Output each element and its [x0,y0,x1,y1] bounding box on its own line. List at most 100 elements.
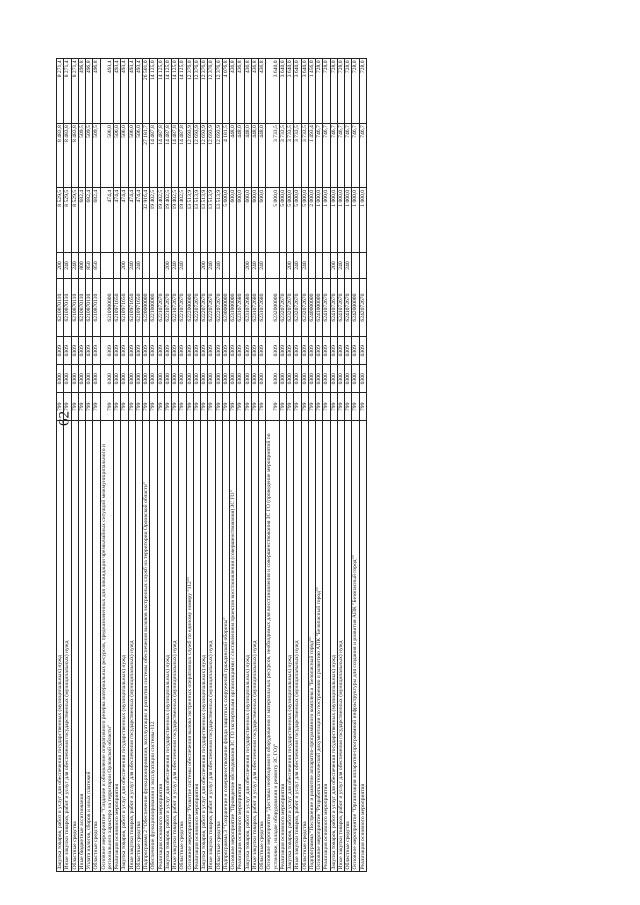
amount-1-cell: 5 000,0 [293,187,301,253]
expense-type-cell: 200 [164,252,172,279]
amount-1-cell: 474,4 [135,187,143,253]
amount-1-cell: 600,0 [258,187,266,253]
target-article-cell: 6241072670 [344,278,352,337]
section-code-cell: 0300 [229,364,237,393]
target-article-cell: 6222072670 [200,278,208,337]
amount-2-cell: 746,7 [351,123,359,188]
admin-code-cell: 799 [330,392,338,421]
target-article-cell: 6210870110 [92,278,100,337]
section-code-cell: 0300 [279,364,287,393]
amount-1-cell: 682,4 [85,187,93,253]
amount-2-cell: 506,0 [135,123,143,188]
expense-type-cell [193,252,201,279]
row-name-cell: Подпрограмма 3 "Сохранение и совершенств… [222,420,230,872]
target-article-cell: 6232072670 [279,278,287,337]
table-row: Основное мероприятие "Создание и обновле… [100,58,114,872]
subsection-code-cell: 0309 [200,336,208,365]
amount-1-cell: 474,4 [120,187,128,253]
amount-1-cell: 1 000,0 [344,187,352,253]
amount-1-cell: 5 000,0 [279,187,287,253]
target-article-cell: 6221072670 [164,278,172,337]
expense-type-cell [157,252,165,279]
table-row: Иные закупки товаров, работ и услуг для … [128,58,136,872]
admin-code-cell: 799 [100,392,114,421]
table-row: Закупка товаров, работ и услуг для обесп… [164,58,172,872]
table-row: Закупка товаров, работ и услуг для обесп… [120,58,128,872]
table-row: Иные закупки товаров, работ и услуг для … [251,58,259,872]
table-row: Закупка товаров, работ и услуг для обесп… [200,58,208,872]
expense-type-cell [279,252,287,279]
amount-2-cell: 14 487,8 [178,123,186,188]
subsection-code-cell: 0309 [56,336,64,365]
amount-2-cell: 448,0 [244,123,252,188]
subsection-code-cell: 0309 [265,336,280,365]
row-name-cell: Реализация основного мероприятия [113,420,121,872]
row-name-cell: Реализация основного мероприятия [157,420,165,872]
amount-3-cell: 4 076,8 [222,58,230,124]
admin-code-cell: 799 [344,392,352,421]
admin-code-cell: 799 [251,392,259,421]
admin-code-cell: 799 [200,392,208,421]
target-article-cell: 6210900000 [100,278,114,337]
subsection-code-cell: 0309 [244,336,252,365]
subsection-code-cell: 0309 [120,336,128,365]
section-code-cell: 0300 [186,364,194,393]
row-name-cell: Областные средства [344,420,352,872]
amount-3-cell: 496,8 [78,58,86,124]
amount-1-cell: 13 513,9 [207,187,215,253]
table-row: Основное мероприятие "Доставка необходим… [265,58,280,872]
section-code-cell: 0300 [258,364,266,393]
amount-1-cell: 1 000,0 [315,187,323,253]
row-name-cell: Подпрограмма "Построение и развитие аппа… [308,420,316,872]
row-name-cell: Иные закупки товаров, работ и услуг для … [171,420,179,872]
amount-1-cell: 600,0 [244,187,252,253]
row-name-cell: Иные бюджетные ассигнования [78,420,86,872]
target-article-cell: 6242072670 [359,278,367,337]
amount-3-cell: 436,8 [251,58,259,124]
amount-3-cell: 8 271,4 [71,58,79,124]
amount-2-cell: 506,0 [128,123,136,188]
row-name-cell: Областные средства [301,420,309,872]
amount-3-cell: 3 640,0 [279,58,287,124]
target-article-cell: 6241000000 [315,278,323,337]
amount-2-cell: 506,0 [113,123,121,188]
amount-1-cell: 8 529,5 [56,187,64,253]
admin-code-cell: 799 [222,392,230,421]
target-article-cell: 6221072670 [157,278,165,337]
expense-type-cell: 200 [200,252,208,279]
expense-type-cell: 850 [85,252,93,279]
amount-1-cell: 8 529,5 [71,187,79,253]
amount-3-cell: 728,0 [330,58,338,124]
amount-3-cell: 12 376,0 [186,58,194,124]
subsection-code-cell: 0309 [149,336,157,365]
amount-2-cell: 746,7 [337,123,345,188]
amount-3-cell: 436,8 [236,58,244,124]
amount-2-cell: 1 493,4 [308,123,316,188]
section-code-cell: 0300 [193,364,201,393]
subsection-code-cell: 0309 [315,336,323,365]
target-article-cell: 6221000000 [149,278,157,337]
amount-1-cell: 600,0 [236,187,244,253]
target-article-cell: 6222072670 [215,278,223,337]
expense-type-cell [315,252,323,279]
admin-code-cell: 799 [308,392,316,421]
amount-3-cell: 14 125,0 [171,58,179,124]
expense-type-cell [222,252,230,279]
subsection-code-cell: 0309 [337,336,345,365]
subsection-code-cell: 0309 [113,336,121,365]
expense-type-cell: 200 [56,252,64,279]
section-code-cell: 0300 [135,364,143,393]
amount-3-cell: 14 125,0 [157,58,165,124]
amount-1-cell: 1 000,0 [351,187,359,253]
target-article-cell: 6231072680 [236,278,244,337]
row-name-cell: Иные закупки товаров, работ и услуг для … [337,420,345,872]
target-article-cell: 6210971650 [128,278,136,337]
amount-1-cell: 19 402,5 [171,187,179,253]
row-name-cell: Основное мероприятие "Организация аппара… [351,420,359,872]
amount-2-cell: 27 181,7 [142,123,150,188]
admin-code-cell: 799 [337,392,345,421]
expense-type-cell: 200 [286,252,294,279]
